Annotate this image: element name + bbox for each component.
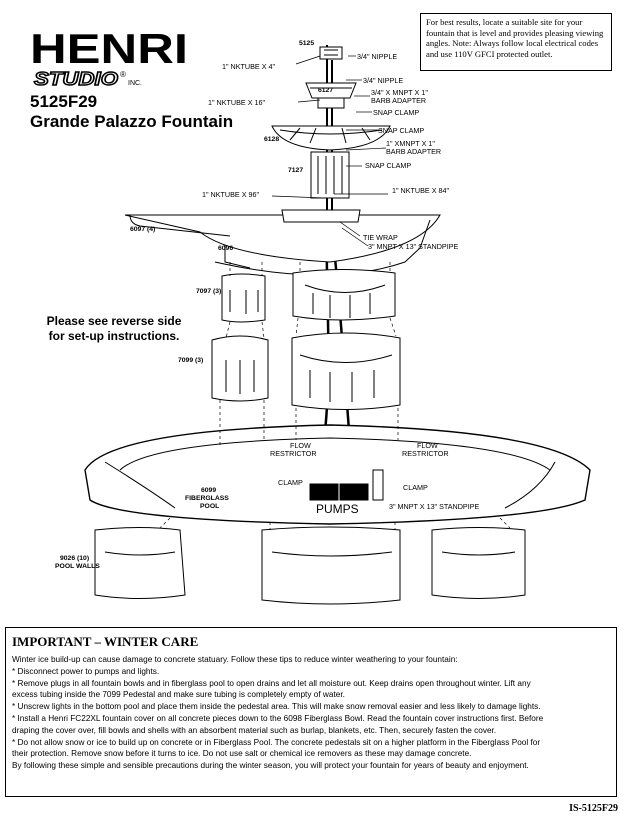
label-clamp-right: CLAMP (403, 483, 428, 492)
winter-line: By following these simple and sensible p… (12, 760, 529, 771)
henri-studio-logo: HENRI STUDIO ® INC. (30, 25, 190, 117)
winter-line: * Do not allow snow or ice to build up o… (12, 736, 541, 747)
label-restrictor-right: RESTRICTOR (402, 449, 449, 458)
label-pool-number: 6099 (201, 487, 216, 494)
winter-line: * Remove plugs in all fountain bowls and… (12, 677, 531, 688)
label-pool-walls: POOL WALLS (55, 563, 100, 570)
label-flow-right: FLOW (417, 441, 438, 450)
label-6128: 6128 (264, 136, 279, 143)
label-nktube-16: 1" NKTUBE X 16" (208, 98, 265, 107)
label-6097: 6097 (4) (130, 226, 155, 233)
winter-care-title: IMPORTANT – WINTER CARE (12, 634, 199, 649)
winter-line: * Disconnect power to pumps and lights. (12, 665, 160, 676)
label-7127: 7127 (288, 167, 303, 174)
logo-registered: ® (120, 70, 126, 79)
label-clamp-left: CLAMP (278, 478, 303, 487)
label-snap-1: SNAP CLAMP (373, 108, 419, 117)
label-restrictor-left: RESTRICTOR (270, 449, 317, 458)
label-standpipe-13: 3" MNPT X 13" STANDPIPE (368, 242, 459, 251)
label-standpipe-13b: 3" MNPT X 13" STANDPIPE (389, 502, 480, 511)
winter-care-box: IMPORTANT – WINTER CARE Winter ice build… (5, 627, 617, 797)
label-pool-walls-number: 9026 (10) (60, 555, 89, 562)
label-nktube-4: 1" NKTUBE X 4" (222, 62, 275, 71)
label-nktube-96: 1" NKTUBE X 96" (202, 190, 259, 199)
winter-line: Winter ice build-up can cause damage to … (12, 654, 458, 664)
product-code: 5125F29 (30, 92, 98, 111)
label-nipple-2: 3/4" NIPPLE (363, 76, 403, 85)
winter-line: draping the cover over, fill bowls and s… (12, 724, 497, 735)
winter-line: * Install a Henri FC22XL fountain cover … (12, 712, 544, 723)
label-pool: POOL (200, 503, 219, 510)
winter-line: their protection. Remove snow before it … (12, 748, 472, 759)
fountain-diagram: 5125 3/4" NIPPLE 1" NKTUBE X 4" 3/4" NIP… (55, 40, 591, 605)
label-pumps: PUMPS (316, 502, 359, 516)
label-barb-2: BARB ADAPTER (386, 147, 441, 156)
logo-henri-text: HENRI (30, 27, 188, 72)
label-flow-left: FLOW (290, 441, 311, 450)
product-name: Grande Palazzo Fountain (30, 112, 234, 131)
reverse-side-note: Please see reverse side for set-up instr… (46, 314, 182, 343)
label-6096: 6096 (218, 245, 233, 252)
label-5125: 5125 (299, 40, 314, 47)
label-snap-2: SNAP CLAMP (378, 126, 424, 135)
logo-studio-text: STUDIO (34, 69, 118, 89)
label-pool-fiberglass: FIBERGLASS (185, 495, 229, 502)
label-nktube-84: 1" NKTUBE X 84" (392, 186, 449, 195)
label-xmnpt: 1" XMNPT X 1" (386, 139, 435, 148)
label-mnpt: 3/4" X MNPT X 1" (371, 88, 428, 97)
label-6127: 6127 (318, 87, 333, 94)
label-barb-1: BARB ADAPTER (371, 96, 426, 105)
winter-line: * Unscrew lights in the bottom pool and … (12, 701, 541, 712)
logo-inc: INC. (128, 80, 142, 87)
label-7099: 7099 (3) (178, 357, 203, 364)
winter-line: excess tubing inside the 7099 Pedestal a… (12, 689, 345, 700)
label-tie-wrap: TIE WRAP (363, 233, 398, 242)
document-code: IS-5125F29 (569, 803, 618, 814)
label-7097: 7097 (3) (196, 288, 221, 295)
label-nipple-1: 3/4" NIPPLE (357, 52, 397, 61)
label-snap-3: SNAP CLAMP (365, 161, 411, 170)
site-note: For best results, locate a suitable site… (420, 13, 612, 71)
